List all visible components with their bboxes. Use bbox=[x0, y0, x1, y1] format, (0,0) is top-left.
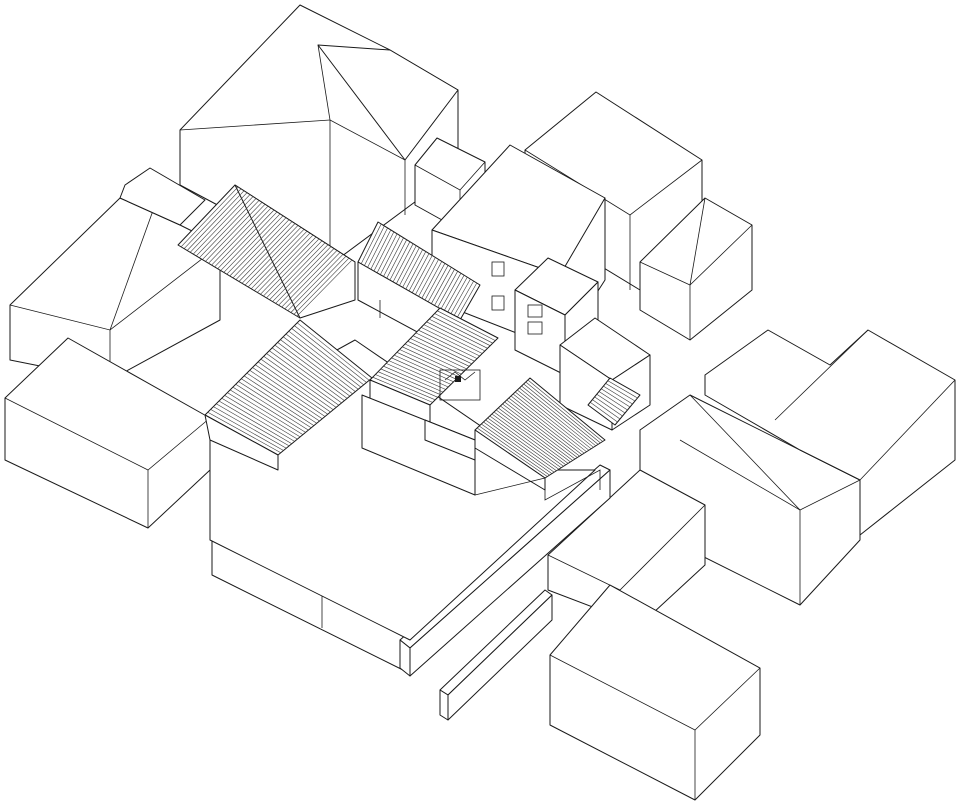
building-southeast bbox=[547, 469, 706, 626]
east-annex bbox=[559, 317, 651, 431]
west-hall-roof bbox=[177, 184, 356, 319]
building-far-east bbox=[704, 329, 956, 536]
inner-courtyard-walls bbox=[361, 394, 601, 501]
southwest-wing-roof bbox=[204, 319, 373, 471]
east-small-roof bbox=[587, 377, 641, 426]
building-south-corner bbox=[549, 584, 761, 801]
building-southwest-gable bbox=[4, 337, 211, 529]
building-east-gable bbox=[639, 197, 753, 341]
boundary-wall bbox=[399, 464, 611, 721]
inner-pavilion-roof bbox=[369, 307, 499, 426]
building-west-gable bbox=[9, 167, 221, 381]
